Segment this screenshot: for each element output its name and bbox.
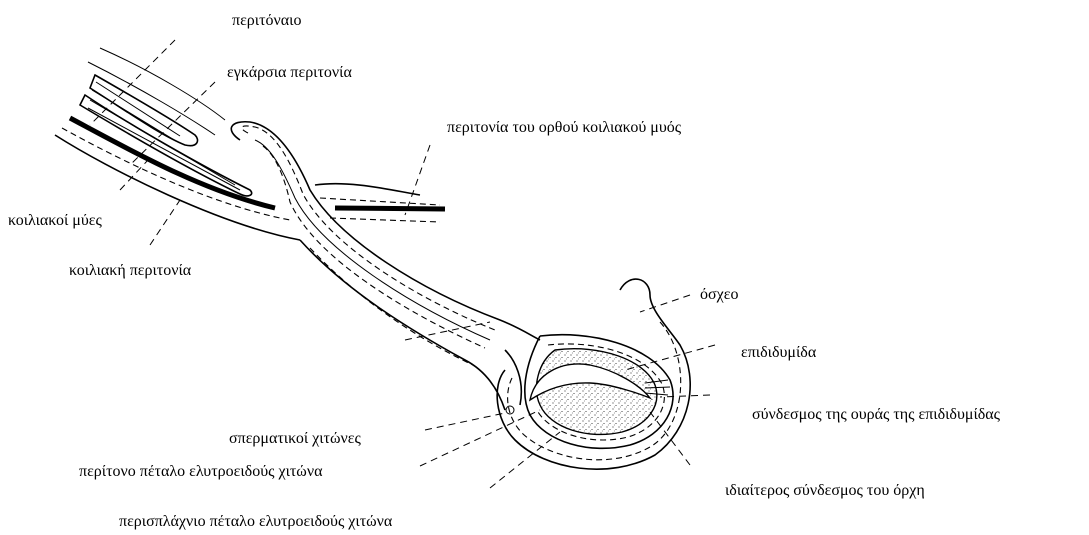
label-abdominal-fascia: κοιλιακή περιτονία xyxy=(69,262,191,280)
label-parietal-vaginal-tunic: περίτονο πέταλο ελυτροειδούς χιτώνα xyxy=(79,463,322,481)
label-transversalis-fascia: εγκάρσια περιτονία xyxy=(227,64,352,82)
rectus-fascia-layers xyxy=(315,184,445,222)
label-abdominal-muscles: κοιλιακοί μύες xyxy=(8,212,102,230)
label-epididymis-tail-ligament: σύνδεσμος της ουράς της επιδιδυμίδας xyxy=(752,406,1000,424)
spermatic-cord xyxy=(231,122,540,410)
label-rectus-fascia: περιτονία του ορθού κοιλιακού μυός xyxy=(447,119,681,137)
label-peritoneum: περιτόναιο xyxy=(232,12,301,30)
label-scrotum: όσχεο xyxy=(700,286,738,304)
label-spermatic-tunics: σπερματικοί χιτώνες xyxy=(229,430,361,448)
label-visceral-vaginal-tunic: περισπλάχνιο πέταλο ελυτροειδούς χιτώνα xyxy=(119,513,392,531)
label-epididymis: επιδιδυμίδα xyxy=(741,344,816,362)
label-proper-testis-ligament: ιδιαίτερος σύνδεσμος του όρχη xyxy=(725,482,925,500)
scrotum-and-testis xyxy=(497,279,690,469)
